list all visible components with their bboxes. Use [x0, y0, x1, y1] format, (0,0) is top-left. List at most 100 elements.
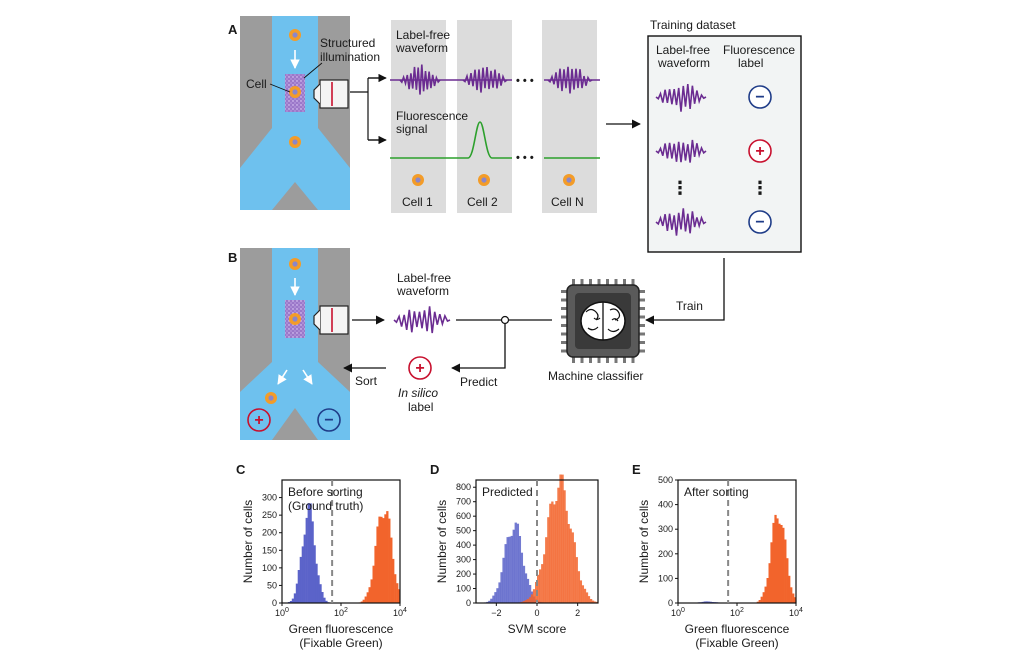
- hist-bar-orange: [388, 518, 391, 603]
- hist-bar-blue: [496, 588, 499, 603]
- hist-bar-orange: [786, 558, 789, 603]
- hist-bar-blue: [707, 601, 710, 603]
- y-tick-label: 300: [262, 493, 277, 503]
- hist-bar-blue: [291, 598, 295, 603]
- hist-bar-orange: [382, 518, 385, 603]
- td-row-1: −: [755, 89, 764, 106]
- waveform-label-2: waveform: [395, 41, 448, 55]
- td-col1-2: waveform: [657, 56, 710, 70]
- y-tick-label: 200: [658, 549, 673, 559]
- hist-bar-orange: [366, 592, 369, 603]
- hist-bar-orange: [784, 539, 787, 603]
- hist-bar-blue: [325, 600, 328, 603]
- hist-bar-orange: [591, 600, 595, 603]
- hist-bar-orange: [577, 571, 581, 603]
- waveform-cell-1: [399, 64, 441, 95]
- y-tick-label: 0: [466, 598, 471, 608]
- y-axis-label: Number of cells: [435, 500, 449, 583]
- hist-bar-orange: [587, 596, 591, 603]
- y-axis-label: Number of cells: [637, 500, 651, 583]
- y-tick-label: 150: [262, 545, 277, 555]
- label-word: label: [408, 400, 433, 414]
- hist-bar-orange: [569, 528, 572, 603]
- hist-bar-orange: [790, 587, 793, 603]
- hist-bar-orange: [374, 545, 377, 603]
- y-axis-label: Number of cells: [241, 500, 255, 583]
- chart-annotation: Before sorting: [288, 485, 363, 499]
- hist-bar-blue: [705, 601, 708, 603]
- hist-bar-blue: [506, 537, 509, 603]
- hist-bar-blue: [311, 521, 314, 603]
- positive-outlet-icon: [247, 408, 271, 432]
- td-negative-icon-2: [748, 210, 772, 234]
- hist-bar-orange: [551, 501, 554, 603]
- hist-bar-orange: [776, 518, 779, 603]
- y-tick-label: 50: [267, 580, 277, 590]
- y-tick-label: 500: [658, 475, 673, 485]
- y-tick-label: 300: [456, 555, 471, 565]
- waveform-label-1: Label-free: [396, 28, 450, 42]
- hist-bar-blue: [709, 601, 712, 603]
- hist-bar-orange: [772, 522, 775, 603]
- structured-label-2: illumination: [320, 50, 380, 64]
- objective-lens-icon: [319, 79, 349, 109]
- hist-bar-blue: [520, 552, 524, 603]
- td-row-2: +: [755, 143, 764, 160]
- hist-bar-orange: [762, 592, 765, 603]
- in-silico-positive-icon: [408, 356, 432, 380]
- x-tick-label: 104: [393, 607, 407, 618]
- x-tick-label: 100: [671, 607, 685, 618]
- hist-bar-blue: [488, 600, 491, 603]
- hist-bar-orange: [589, 599, 593, 603]
- td-waveform-2: [655, 139, 707, 163]
- hist-bar-orange: [526, 598, 530, 603]
- hist-bar-orange: [547, 517, 550, 603]
- hist-bar-orange: [386, 511, 389, 603]
- hist-bar-orange: [780, 525, 783, 603]
- hist-bar-blue: [301, 546, 304, 603]
- hist-bar-blue: [317, 575, 320, 603]
- hist-bar-orange: [528, 597, 532, 603]
- chart-annotation: Predicted: [482, 485, 533, 499]
- y-tick-label: 200: [456, 569, 471, 579]
- hist-bar-orange: [573, 542, 576, 603]
- hist-bar-blue: [323, 597, 326, 603]
- hist-bar-blue: [305, 517, 308, 603]
- hist-bar-blue: [319, 584, 322, 603]
- y-tick-label: 250: [262, 510, 277, 520]
- hist-bar-orange: [764, 586, 767, 603]
- cell-1-label: Cell 1: [402, 195, 433, 209]
- x-tick-label: 2: [575, 608, 580, 618]
- x-tick-label: −2: [491, 608, 501, 618]
- hist-bar-orange: [794, 597, 797, 603]
- machine-classifier-icon: [561, 279, 645, 363]
- device-b: + −: [240, 248, 350, 440]
- y-tick-label: 600: [456, 511, 471, 521]
- hist-bar-orange: [792, 593, 795, 603]
- hist-bar-orange: [581, 585, 585, 603]
- x-tick-label: 102: [730, 607, 744, 618]
- panel-letter-b: B: [228, 250, 237, 265]
- hist-bar-orange: [788, 575, 791, 603]
- hist-bar-orange: [392, 558, 395, 603]
- predict-label: Predict: [460, 375, 498, 389]
- hist-bar-blue: [293, 593, 297, 603]
- y-tick-label: 400: [456, 540, 471, 550]
- fluorescence-label-2: signal: [396, 122, 427, 136]
- hist-bar-orange: [585, 592, 589, 603]
- hist-bar-blue: [494, 592, 497, 603]
- cell-icons: [412, 174, 575, 186]
- ellipsis-bottom: • • •: [516, 152, 534, 164]
- negative-outlet-icon: [317, 408, 341, 432]
- x-axis-label: Green fluorescence: [289, 622, 394, 636]
- hist-bar-orange: [575, 557, 578, 603]
- hist-bar-blue: [522, 565, 526, 603]
- hist-bar-orange: [579, 580, 583, 603]
- hist-bar-blue: [524, 573, 528, 603]
- hist-bar-orange: [522, 601, 526, 603]
- hist-bar-blue: [504, 544, 507, 603]
- hist-bar-blue: [502, 557, 505, 603]
